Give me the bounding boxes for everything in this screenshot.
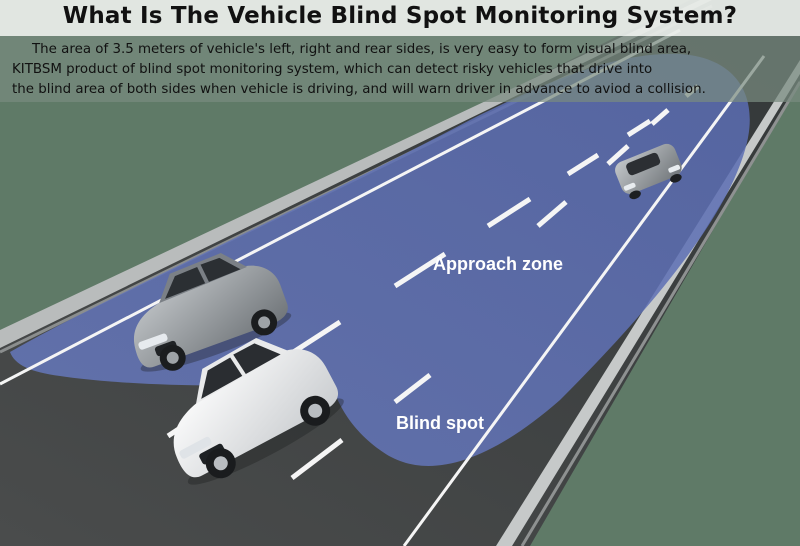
silver-car — [134, 253, 292, 372]
distant-car — [615, 143, 682, 200]
white-car — [173, 338, 344, 485]
description-line-2: KITBSM product of blind spot monitoring … — [12, 62, 653, 77]
blind-spot-label: Blind spot — [396, 413, 484, 433]
description-line-1: The area of 3.5 meters of vehicle's left… — [32, 42, 692, 57]
approach-zone-label: Approach zone — [433, 254, 564, 274]
description-band — [0, 36, 800, 102]
description-text: The area of 3.5 meters of vehicle's left… — [12, 40, 798, 100]
description-line-3: the blind area of both sides when vehicl… — [12, 82, 706, 97]
page-title: What Is The Vehicle Blind Spot Monitorin… — [62, 3, 738, 29]
detection-zone — [10, 53, 750, 466]
title-band — [0, 0, 800, 36]
